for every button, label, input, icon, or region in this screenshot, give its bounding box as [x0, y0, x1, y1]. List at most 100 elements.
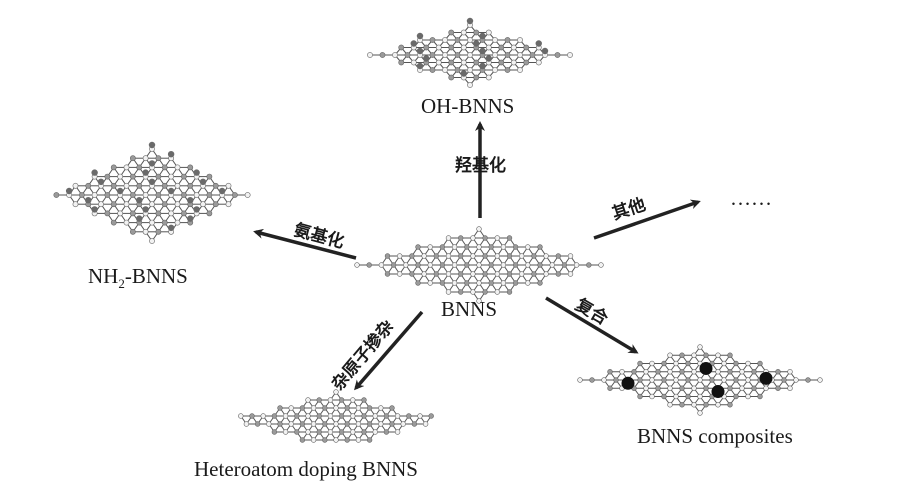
atom [174, 201, 181, 208]
atom [206, 210, 213, 217]
atom [661, 377, 667, 383]
atom [378, 262, 385, 268]
atom [518, 271, 525, 277]
atom [703, 402, 709, 408]
atom [482, 289, 488, 295]
nh2-bnns-sheet [53, 141, 251, 244]
atom [161, 219, 168, 226]
atom [727, 369, 733, 375]
atom [435, 59, 442, 66]
atom [715, 369, 721, 375]
atom [149, 219, 155, 226]
atom [492, 52, 498, 58]
atom [316, 413, 322, 419]
atom [691, 352, 697, 358]
atom [378, 405, 384, 411]
atom [168, 210, 175, 217]
atom [467, 37, 473, 43]
atom [409, 253, 415, 259]
atom [518, 253, 525, 259]
atom [117, 210, 124, 217]
atom [142, 228, 149, 235]
atom [709, 377, 715, 383]
atom [238, 413, 244, 419]
atom [305, 413, 311, 419]
atom [429, 67, 436, 73]
atom [155, 173, 162, 180]
atom [523, 44, 530, 51]
arrow-to-nh2 [253, 228, 357, 260]
atom [470, 271, 476, 277]
functional-group-atom [142, 206, 149, 213]
atom [91, 192, 98, 198]
atom [506, 235, 513, 241]
atom [679, 369, 685, 375]
atom [180, 173, 187, 180]
functional-group-atom [187, 197, 194, 204]
atom [421, 253, 427, 259]
atom [394, 413, 401, 419]
atom [439, 280, 446, 286]
atom [512, 244, 519, 250]
nh2-label-sub: 2 [118, 276, 125, 292]
atom [142, 192, 149, 198]
atom [454, 52, 461, 58]
atom [470, 289, 476, 295]
atom [174, 164, 181, 171]
atom [494, 253, 500, 259]
functional-group-atom [136, 215, 143, 222]
atom [721, 360, 727, 367]
atom [510, 44, 517, 51]
atom [433, 271, 439, 277]
atom [403, 262, 409, 268]
atom [136, 164, 143, 171]
atom [537, 262, 543, 268]
atom [787, 369, 793, 375]
atom [512, 262, 519, 268]
atom [775, 385, 781, 391]
atom [631, 369, 637, 375]
atom [460, 29, 467, 36]
atom [155, 228, 162, 235]
atom [421, 271, 427, 277]
atom [344, 421, 350, 427]
atom [775, 369, 781, 375]
functional-group-atom [416, 62, 424, 70]
functional-group-atom [148, 141, 156, 149]
atom [322, 405, 328, 411]
atom [129, 228, 136, 235]
arrow-to-other [593, 199, 701, 240]
atom [643, 385, 649, 391]
atom [607, 369, 613, 375]
atom [485, 44, 492, 51]
atom [577, 377, 583, 383]
atom [476, 262, 482, 268]
atom [129, 192, 136, 198]
atom [517, 52, 523, 58]
atom [510, 59, 517, 66]
atom [225, 201, 232, 208]
atom [310, 421, 317, 427]
atom [384, 253, 391, 259]
atom [193, 192, 200, 198]
atom [129, 210, 136, 217]
atom [498, 59, 505, 66]
atom [212, 201, 219, 208]
atom [117, 173, 124, 180]
atom [445, 253, 452, 259]
atom [378, 421, 384, 427]
atom [537, 280, 543, 286]
atom [781, 377, 787, 383]
atom [372, 429, 378, 435]
bnns-composite-sheet [577, 344, 823, 416]
atom [763, 385, 769, 391]
atom [733, 393, 739, 400]
atom [482, 235, 488, 241]
atom [155, 192, 162, 198]
atom [535, 59, 542, 66]
atom [355, 421, 362, 427]
atom [458, 289, 464, 295]
atom [104, 173, 111, 180]
functional-group-atom [218, 187, 226, 195]
atom [751, 369, 757, 375]
